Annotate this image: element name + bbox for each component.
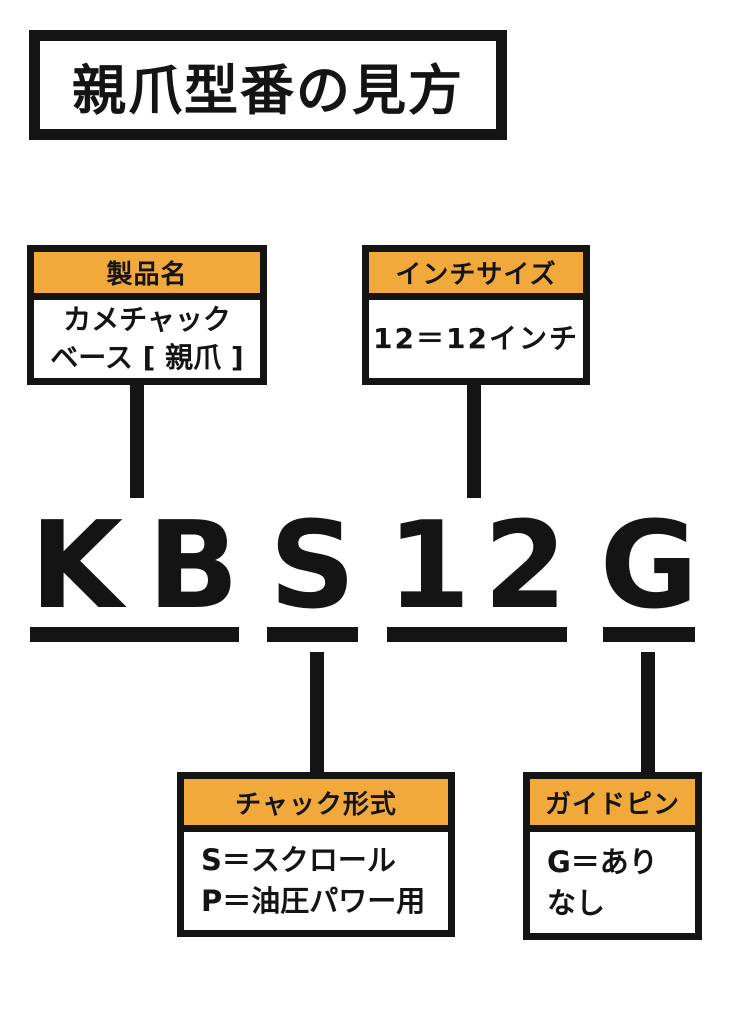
connector-line-inch [467,382,481,498]
callout-guide-pin-line: なし [547,885,606,920]
model-code-segment-g: G [600,493,698,642]
callout-product-name-line: ベース [ 親爪 ] [50,341,244,374]
callout-chuck-type: チャック形式 S＝スクロール P＝油圧パワー用 [177,772,455,937]
model-code-char: K [30,497,123,636]
callout-guide-pin-body: G＝あり なし [530,832,695,933]
model-code-char: S [269,497,356,636]
model-code-char: 1 [387,497,471,636]
model-code-char: G [599,497,699,636]
callout-guide-pin-line: G＝あり [547,844,658,879]
callout-chuck-type-body: S＝スクロール P＝油圧パワー用 [184,832,448,930]
callout-chuck-type-line: S＝スクロール [201,843,396,877]
callout-inch-size-line: 12＝12インチ [373,322,579,355]
callout-inch-size-header: インチサイズ [369,252,583,300]
model-code-char: B [147,497,239,636]
callout-chuck-type-header: チャック形式 [184,779,448,832]
page-title: 親爪型番の見方 [29,30,507,140]
page-title-text: 親爪型番の見方 [72,58,464,122]
callout-inch-size: インチサイズ 12＝12インチ [362,245,590,385]
callout-product-name-header: 製品名 [34,252,260,300]
callout-product-name-line: カメチャック [63,303,231,336]
callout-inch-size-body: 12＝12インチ [369,300,583,378]
model-code-segment-s: S [267,493,358,642]
model-code-char: 2 [483,497,568,636]
callout-guide-pin-header: ガイドピン [530,779,695,832]
callout-chuck-type-line: P＝油圧パワー用 [201,884,426,918]
connector-line-product [130,382,144,498]
callout-product-name-body: カメチャック ベース [ 親爪 ] [34,300,260,378]
connector-line-guide [641,652,655,774]
connector-line-chuck [310,652,324,774]
callout-product-name: 製品名 カメチャック ベース [ 親爪 ] [27,245,267,385]
callout-guide-pin: ガイドピン G＝あり なし [523,772,702,940]
